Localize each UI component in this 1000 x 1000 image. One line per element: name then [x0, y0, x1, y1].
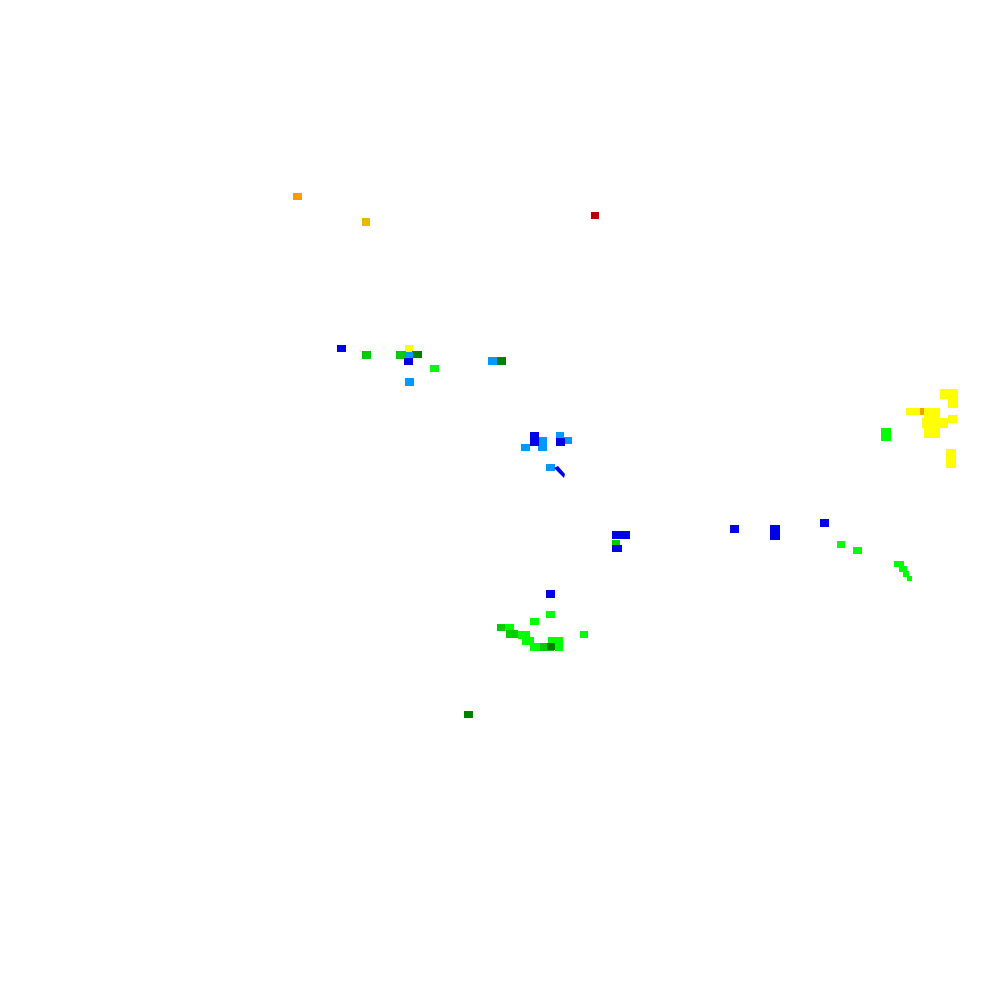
amber-cells — [362, 218, 370, 226]
map-cell — [530, 432, 539, 446]
map-cell — [770, 532, 780, 540]
map-cell — [405, 378, 414, 386]
map-cell — [948, 415, 957, 423]
map-cell — [412, 351, 422, 358]
map-cell — [612, 545, 622, 552]
map-cell — [881, 428, 891, 441]
dark-green-cells — [412, 351, 555, 718]
orange-cells — [293, 193, 924, 415]
map-cell — [894, 561, 904, 567]
map-cell — [564, 437, 572, 444]
map-cell — [547, 643, 555, 650]
map-cell — [362, 351, 371, 359]
map-cell — [556, 432, 564, 439]
map-cell — [548, 637, 563, 645]
map-cell — [906, 408, 920, 415]
map-cell — [521, 444, 530, 451]
blue-cells — [337, 345, 829, 598]
map-cell — [591, 212, 599, 219]
map-cell — [903, 571, 909, 577]
map-cell — [405, 352, 413, 359]
map-cell — [530, 618, 539, 625]
map-cell — [940, 389, 958, 399]
map-cell — [555, 645, 563, 651]
map-cell — [546, 611, 555, 618]
map-cell — [899, 566, 907, 572]
bright-green-cells — [430, 365, 912, 651]
map-cell — [522, 637, 534, 645]
map-cell — [580, 631, 588, 638]
map-cell — [538, 437, 547, 445]
map-stroke — [554, 466, 565, 478]
map-cell — [612, 540, 620, 546]
map-cell — [497, 357, 506, 365]
map-cell — [538, 443, 547, 451]
map-cell — [464, 711, 473, 718]
map-cell — [556, 438, 565, 446]
map-cell — [337, 345, 346, 352]
map-cell — [820, 519, 829, 527]
map-cell — [546, 590, 555, 598]
map-cell — [948, 398, 958, 408]
green-cells — [362, 351, 620, 651]
map-cell — [396, 351, 406, 359]
map-cell — [922, 418, 948, 428]
map-cell — [505, 624, 514, 631]
map-cell — [530, 643, 542, 651]
map-cell — [946, 459, 956, 468]
map-cell — [612, 531, 630, 539]
map-cell — [946, 449, 956, 459]
map-cell — [506, 630, 518, 638]
map-cell — [488, 357, 497, 365]
yellow-cells — [405, 345, 958, 468]
sky-blue-cells — [405, 352, 572, 471]
map-cell — [770, 525, 780, 533]
map-cell — [518, 631, 530, 639]
map-cell — [924, 428, 940, 438]
red-cells — [591, 212, 599, 219]
map-cell — [837, 541, 845, 548]
map-cell — [497, 624, 505, 631]
map-cell — [405, 345, 413, 352]
map-cell — [362, 218, 370, 226]
map-cell — [293, 193, 302, 200]
map-cell — [730, 525, 739, 533]
map-cell — [924, 408, 940, 418]
map-cell — [546, 464, 555, 471]
map-cell — [430, 365, 439, 372]
map-cell — [853, 547, 862, 554]
map-cell — [907, 576, 912, 581]
map-cell — [404, 358, 413, 365]
